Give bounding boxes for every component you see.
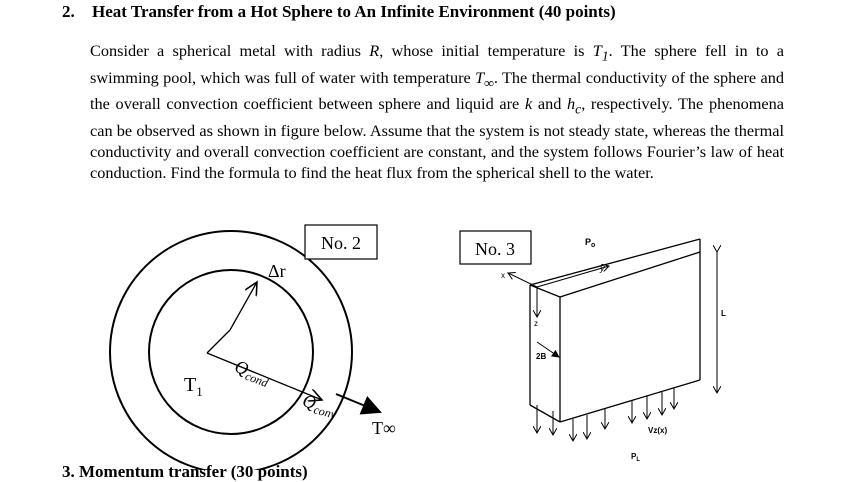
qcond-label: Qcond bbox=[231, 356, 274, 390]
delta-r-label: Δr bbox=[268, 261, 286, 281]
y-axis-arrow bbox=[536, 266, 609, 288]
pl-label: PL bbox=[631, 452, 640, 463]
para-text-3: . The sphere fell in to a swimming pool,… bbox=[90, 41, 784, 87]
L-label: L bbox=[721, 309, 726, 318]
var-Tinf: T∞ bbox=[475, 67, 494, 90]
2b-label: 2B bbox=[536, 352, 546, 361]
figure2-label: No. 2 bbox=[321, 233, 361, 253]
var-T1: T1 bbox=[592, 41, 609, 64]
outer-circle bbox=[109, 230, 353, 470]
svg-text:Qcond: Qcond bbox=[231, 356, 274, 390]
para-text-1: Consider a spherical metal with radius bbox=[90, 41, 370, 60]
radius-line-diag bbox=[206, 329, 231, 354]
velocity-profile-arrows bbox=[537, 388, 674, 441]
y-label: y bbox=[599, 263, 605, 273]
delta-r-arrow bbox=[229, 282, 257, 331]
figure3-label: No. 3 bbox=[475, 239, 515, 259]
x-axis-arrow bbox=[508, 273, 538, 288]
svg-text:Qconv: Qconv bbox=[300, 390, 341, 422]
slab-top-front-edge bbox=[559, 251, 701, 298]
vz-label: Vz(x) bbox=[648, 426, 667, 435]
qconv-label: Qconv bbox=[300, 390, 341, 422]
para-text-5: and bbox=[532, 94, 568, 114]
var-R: R bbox=[369, 41, 380, 60]
tinf-label: T∞ bbox=[372, 418, 396, 438]
slab-top-back-edge bbox=[529, 238, 701, 286]
para-text-2: , whose initial temperature is bbox=[379, 41, 593, 60]
var-hc: hc bbox=[567, 94, 582, 117]
var-k: k bbox=[524, 94, 533, 114]
next-question-heading: 3. Momentum transfer (30 points) bbox=[62, 462, 308, 481]
slab-top-left-edge bbox=[529, 284, 561, 298]
slab-bottom-edge bbox=[559, 379, 701, 423]
figure-slab: No. 3 Po x y z L 2B Vz(x) PL bbox=[459, 230, 726, 463]
2b-arrow bbox=[536, 341, 560, 358]
para-text-6: , respectively. The phenomena can be obs… bbox=[90, 94, 784, 183]
figure3-label-box bbox=[459, 230, 532, 265]
para-text-4: . The thermal conductivity of the sphere… bbox=[90, 67, 784, 114]
figure2-label-box bbox=[304, 224, 378, 260]
question-title: Heat Transfer from a Hot Sphere to An In… bbox=[92, 2, 616, 21]
t1-label: T1 bbox=[184, 374, 203, 399]
question-paragraph: Consider a spherical metal with radius R… bbox=[90, 40, 784, 184]
z-label: z bbox=[534, 319, 538, 328]
question-number: 2. bbox=[62, 2, 75, 21]
qconv-arrow bbox=[335, 393, 382, 415]
p0-label: Po bbox=[585, 237, 595, 249]
inner-circle bbox=[148, 269, 314, 435]
x-label: x bbox=[501, 271, 505, 280]
figure-sphere: No. 2 Δr T1 Qcond Qconv T∞ bbox=[109, 224, 396, 470]
qcond-arrow bbox=[206, 352, 322, 400]
